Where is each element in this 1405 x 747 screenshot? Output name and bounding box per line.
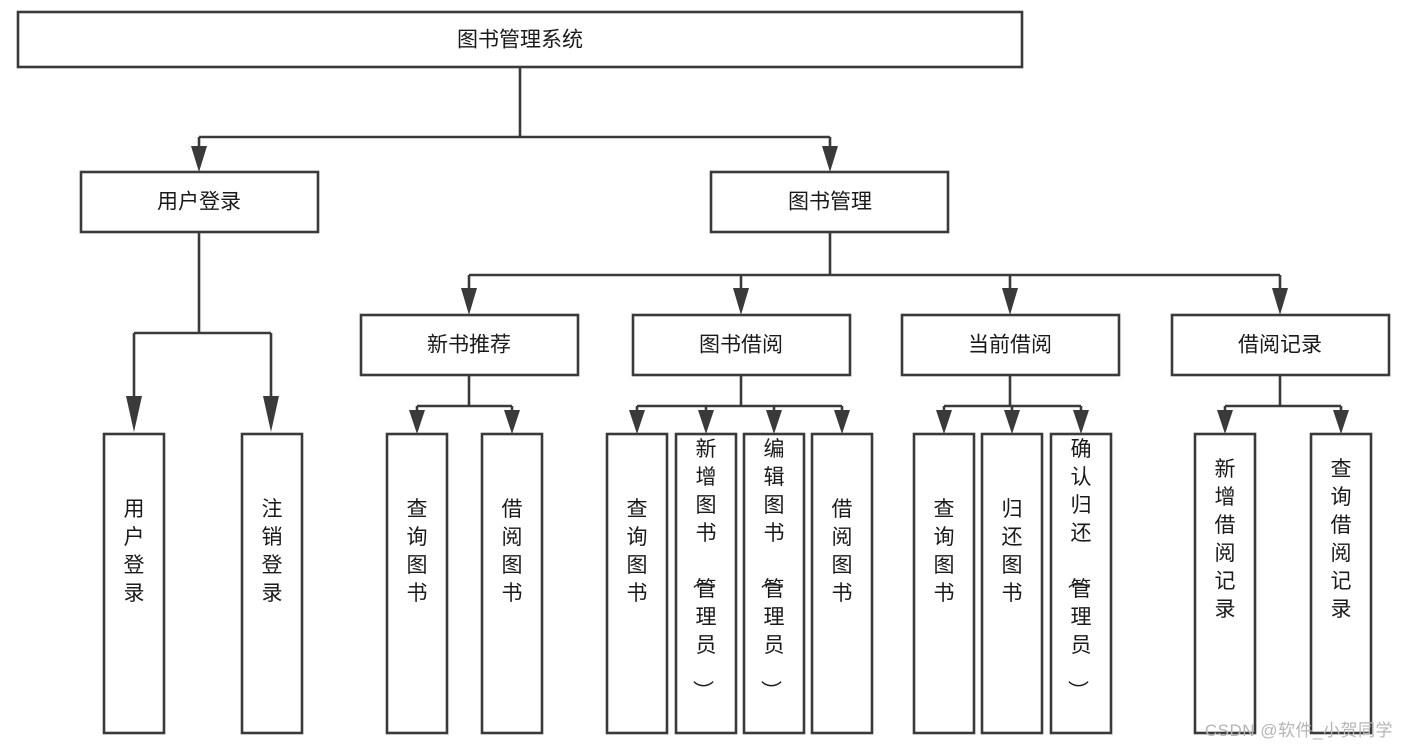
node-new-book-box[interactable]	[359, 313, 580, 377]
arrowhead-leaf-bb-query	[629, 410, 645, 434]
edge-group-new-book	[409, 375, 520, 434]
leaf-record-query-box[interactable]	[1309, 432, 1373, 735]
node-new-book[interactable]: 新书推荐	[359, 313, 580, 377]
arrowhead-leaf-cb-confirm	[1073, 410, 1089, 434]
leaf-bookborrow-add-box[interactable]	[674, 432, 738, 735]
node-new-book-label: 新书推荐	[427, 334, 511, 357]
node-root[interactable]: 图书管理系统	[16, 10, 1024, 69]
leaf-record-add[interactable]: 新增借阅记录	[1193, 432, 1257, 735]
arrowhead-book-mgmt	[822, 146, 838, 172]
leaf-newbook-borrow-box[interactable]	[480, 432, 544, 735]
arrowhead-new-book	[461, 288, 477, 315]
arrowhead-leaf-bb-edit	[766, 410, 782, 434]
leaf-bookborrow-query-box[interactable]	[605, 432, 669, 735]
leaf-record-query-label: 查询借阅记录	[1331, 458, 1352, 621]
edge-group-borrow-record	[1217, 375, 1349, 434]
node-borrow-record[interactable]: 借阅记录	[1170, 313, 1391, 377]
leaf-currentborrow-return-label: 归还图书	[1002, 498, 1023, 605]
leaf-currentborrow-confirm-label: 确认归还（管理员）	[1066, 438, 1092, 701]
arrowhead-user-login	[191, 146, 207, 172]
leaf-user-login-label: 用户登录	[124, 498, 145, 605]
leaf-record-add-box[interactable]	[1193, 432, 1257, 735]
leaf-currentborrow-confirm[interactable]: 确认归还（管理员）	[1049, 432, 1113, 735]
leaf-user-login[interactable]: 用户登录	[102, 432, 166, 735]
node-book-mgmt-label: 图书管理	[788, 191, 872, 214]
leaf-currentborrow-return-box[interactable]	[980, 432, 1044, 735]
arrowhead-book-borrow	[733, 288, 749, 315]
node-book-borrow-box[interactable]	[631, 313, 852, 377]
leaf-bookborrow-edit[interactable]: 编辑图书（管理员）	[742, 432, 806, 735]
leaf-bookborrow-query[interactable]: 查询图书	[605, 432, 669, 735]
leaf-bookborrow-add-label: 新增图书（管理员）	[691, 438, 717, 701]
leaf-bookborrow-edit-box[interactable]	[742, 432, 806, 735]
leaf-bookborrow-borrow-label: 借阅图书	[832, 498, 853, 605]
leaf-bookborrow-edit-label: 编辑图书（管理员）	[759, 438, 785, 701]
arrowhead-leaf-nb-query	[409, 410, 425, 434]
leaf-logout-label: 注销登录	[262, 498, 283, 605]
leaf-currentborrow-query[interactable]: 查询图书	[912, 432, 976, 735]
leaf-newbook-query[interactable]: 查询图书	[385, 432, 449, 735]
arrowhead-leaf-br-query	[1333, 410, 1349, 434]
leaf-bookborrow-add[interactable]: 新增图书（管理员）	[674, 432, 738, 735]
leaf-bookborrow-borrow[interactable]: 借阅图书	[810, 432, 874, 735]
leaf-currentborrow-query-box[interactable]	[912, 432, 976, 735]
node-root-box[interactable]	[16, 10, 1024, 69]
arrowhead-leaf-cb-return	[1004, 410, 1020, 434]
node-user-login-box[interactable]	[79, 170, 320, 234]
node-book-borrow[interactable]: 图书借阅	[631, 313, 852, 377]
edge-group-user-login	[126, 232, 279, 432]
node-current-borrow[interactable]: 当前借阅	[900, 313, 1121, 377]
leaf-currentborrow-return[interactable]: 归还图书	[980, 432, 1044, 735]
leaf-record-query[interactable]: 查询借阅记录	[1309, 432, 1373, 735]
node-book-borrow-label: 图书借阅	[699, 334, 783, 357]
arrowhead-leaf-nb-borrow	[504, 410, 520, 434]
node-borrow-record-label: 借阅记录	[1238, 334, 1322, 357]
leaf-newbook-query-box[interactable]	[385, 432, 449, 735]
arrowhead-leaf-cb-query	[936, 410, 952, 434]
leaf-logout-box[interactable]	[240, 432, 304, 735]
leaf-newbook-query-label: 查询图书	[407, 498, 428, 605]
leaf-record-add-label: 新增借阅记录	[1215, 458, 1236, 621]
leaf-bookborrow-query-label: 查询图书	[627, 498, 648, 605]
arrowhead-leaf-bb-add	[698, 410, 714, 434]
node-root-label: 图书管理系统	[457, 29, 583, 52]
arrowhead-leaf-bb-borrow	[834, 410, 850, 434]
leaf-newbook-borrow-label: 借阅图书	[502, 498, 523, 605]
node-borrow-record-box[interactable]	[1170, 313, 1391, 377]
edge-group-current-borrow	[936, 375, 1089, 434]
node-current-borrow-box[interactable]	[900, 313, 1121, 377]
leaf-logout[interactable]: 注销登录	[240, 432, 304, 735]
arrowhead-leaf-br-add	[1217, 410, 1233, 434]
node-user-login-label: 用户登录	[157, 191, 241, 214]
leaf-currentborrow-query-label: 查询图书	[934, 498, 955, 605]
edge-group-book-mgmt	[461, 232, 1288, 315]
arrowhead-borrow-record	[1272, 288, 1288, 315]
node-book-mgmt[interactable]: 图书管理	[709, 170, 950, 234]
node-book-mgmt-box[interactable]	[709, 170, 950, 234]
leaf-newbook-borrow[interactable]: 借阅图书	[480, 432, 544, 735]
leaf-user-login-box[interactable]	[102, 432, 166, 735]
edge-group-root	[191, 67, 838, 172]
node-user-login[interactable]: 用户登录	[79, 170, 320, 234]
leaf-currentborrow-confirm-box[interactable]	[1049, 432, 1113, 735]
arrowhead-current-borrow	[1002, 288, 1018, 315]
arrowhead-leaf-user-login	[126, 396, 142, 432]
edge-group-book-borrow	[629, 375, 850, 434]
node-current-borrow-label: 当前借阅	[968, 334, 1052, 357]
leaf-bookborrow-borrow-box[interactable]	[810, 432, 874, 735]
arrowhead-leaf-logout	[263, 396, 279, 432]
